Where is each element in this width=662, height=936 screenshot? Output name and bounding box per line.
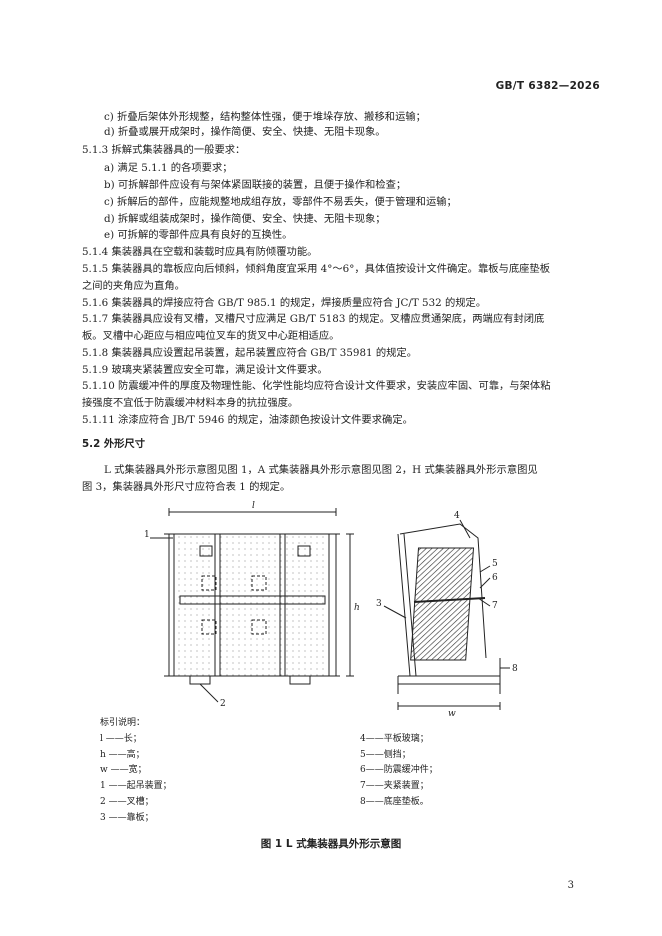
- clause-5-1-3: 5.1.3 拆解式集装器具的一般要求：: [82, 144, 246, 156]
- text-line: b) 可拆解部件应设有与架体紧固联接的装置，且便于操作和检查；: [104, 179, 407, 191]
- text-line: d) 拆解或组装成架时，操作简便、安全、快捷、无阻卡现象；: [104, 213, 386, 225]
- text-line: 图 3，集装器具外形尺寸应符合表 1 的规定。: [82, 481, 291, 493]
- clause-5-1-9: 5.1.9 玻璃夹紧装置应安全可靠，满足设计文件要求。: [82, 364, 328, 376]
- legend-item: l ——长；: [100, 734, 142, 744]
- callout-2: 2: [220, 699, 226, 709]
- figure-1-diagram: l h w 1 2 3 4 5 6 7 8: [144, 501, 518, 719]
- legend-item: w ——宽；: [100, 765, 147, 776]
- legend-item: 5——侧挡；: [360, 749, 411, 760]
- text-line: 板。叉槽中心距应与相应吨位叉车的货叉中心距相适应。: [82, 330, 340, 342]
- legend-title: 标引说明：: [100, 718, 146, 728]
- legend-item: 4——平板玻璃；: [360, 734, 429, 744]
- text-line: c) 折叠后架体外形规整，结构整体性强，便于堆垛存放、搬移和运输；: [104, 111, 426, 123]
- clause-5-1-11: 5.1.11 涂漆应符合 JB/T 5946 的规定，油漆颜色按设计文件要求确定…: [82, 414, 413, 426]
- legend-item: 8——底座垫板。: [360, 796, 429, 807]
- callout-5: 5: [492, 559, 498, 569]
- legend-item: 7——夹紧装置；: [360, 781, 429, 792]
- text-line: d) 折叠或展开成架时，操作简便、安全、快捷、无阻卡现象。: [104, 126, 386, 138]
- standard-code-header: GB/T 6382—2026: [495, 80, 600, 92]
- clause-5-1-8: 5.1.8 集装器具应设置起吊装置，起吊装置应符合 GB/T 35981 的规定…: [82, 347, 418, 359]
- legend-item: 6——防震缓冲件；: [360, 765, 438, 776]
- callout-3: 3: [376, 599, 382, 609]
- callout-8: 8: [512, 664, 518, 674]
- legend-item: 1 ——起吊装置；: [100, 781, 172, 792]
- text-line: 之间的夹角应为直角。: [82, 280, 185, 292]
- text-line: 接强度不宜低于防震缓冲材料本身的抗拉强度。: [82, 397, 299, 409]
- clause-5-1-7: 5.1.7 集装器具应设有叉槽，叉槽尺寸应满足 GB/T 5183 的规定。叉槽…: [82, 313, 545, 325]
- text-line: e) 可拆解的零部件应具有良好的互换性。: [104, 229, 293, 241]
- text-line: c) 拆解后的部件，应能规整地成组存放，零部件不易丢失，便于管理和运输；: [104, 196, 457, 208]
- dim-label-w: w: [448, 709, 456, 719]
- callout-4: 4: [454, 511, 460, 521]
- clause-5-1-6: 5.1.6 集装器具的焊接应符合 GB/T 985.1 的规定，焊接质量应符合 …: [82, 297, 487, 309]
- dim-label-h: h: [354, 603, 360, 613]
- text-line: L 式集装器具外形示意图见图 1，A 式集装器具外形示意图见图 2，H 式集装器…: [104, 464, 538, 476]
- page-number: 3: [567, 880, 574, 891]
- callout-7: 7: [492, 601, 498, 611]
- callout-1: 1: [144, 530, 150, 540]
- text-line: a) 满足 5.1.1 的各项要求；: [104, 162, 233, 174]
- dim-label-l: l: [252, 501, 255, 511]
- clause-5-1-4: 5.1.4 集装器具在空载和装载时应具有防倾覆功能。: [82, 246, 318, 258]
- clause-5-1-10: 5.1.10 防震缓冲件的厚度及物理性能、化学性能均应符合设计文件要求，安装应牢…: [82, 380, 551, 392]
- section-heading-5-2: 5.2 外形尺寸: [82, 438, 146, 450]
- callout-6: 6: [492, 573, 498, 583]
- legend-item: h ——高；: [100, 749, 145, 760]
- clause-5-1-5: 5.1.5 集装器具的靠板应向后倾斜，倾斜角度宜采用 4°～6°，具体值按设计文…: [82, 263, 551, 275]
- legend-item: 3 ——靠板；: [100, 812, 154, 823]
- legend-item: 2 ——叉槽；: [100, 796, 154, 807]
- figure-caption: 图 1 L 式集装器具外形示意图: [260, 838, 402, 850]
